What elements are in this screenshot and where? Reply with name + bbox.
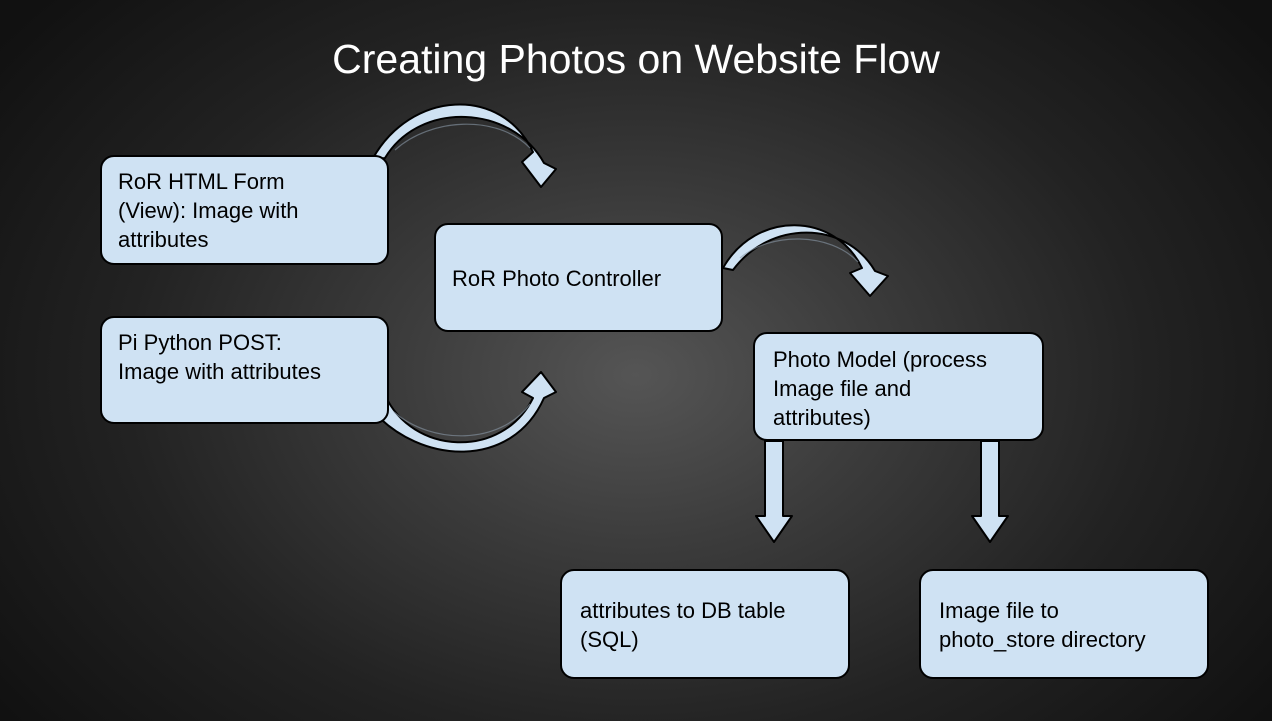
node-photo-store-line: photo_store directory (939, 627, 1146, 652)
node-html-form: RoR HTML Form (View): Image with attribu… (100, 155, 389, 265)
node-photo-model: Photo Model (process Image file and attr… (753, 332, 1044, 441)
node-html-form-line: RoR HTML Form (118, 169, 285, 194)
curved-arrow-form-to-controller (371, 103, 557, 188)
node-db-table-line: (SQL) (580, 627, 639, 652)
node-html-form-line: attributes (118, 227, 209, 252)
node-python-post-line: Pi Python POST: (118, 330, 282, 355)
node-html-form-line: (View): Image with (118, 198, 299, 223)
down-arrow-model-to-db (755, 440, 793, 543)
node-photo-model-line: attributes) (773, 405, 871, 430)
node-photo-store: Image file to photo_store directory (919, 569, 1209, 679)
diagram-title: Creating Photos on Website Flow (332, 36, 940, 82)
node-photo-controller: RoR Photo Controller (434, 223, 723, 332)
curved-arrow-post-to-controller (371, 371, 557, 453)
node-photo-model-line: Photo Model (process (773, 347, 987, 372)
node-photo-model-line: Image file and (773, 376, 912, 401)
node-photo-store-line: Image file to (939, 598, 1059, 623)
node-python-post: Pi Python POST: Image with attributes (100, 316, 389, 424)
node-photo-controller-line: RoR Photo Controller (452, 266, 662, 291)
node-python-post-line: Image with attributes (118, 359, 321, 384)
node-db-table-line: attributes to DB table (580, 598, 786, 623)
down-arrow-model-to-store (971, 440, 1009, 543)
node-db-table: attributes to DB table (SQL) (560, 569, 850, 679)
curved-arrow-controller-to-model (722, 224, 889, 297)
